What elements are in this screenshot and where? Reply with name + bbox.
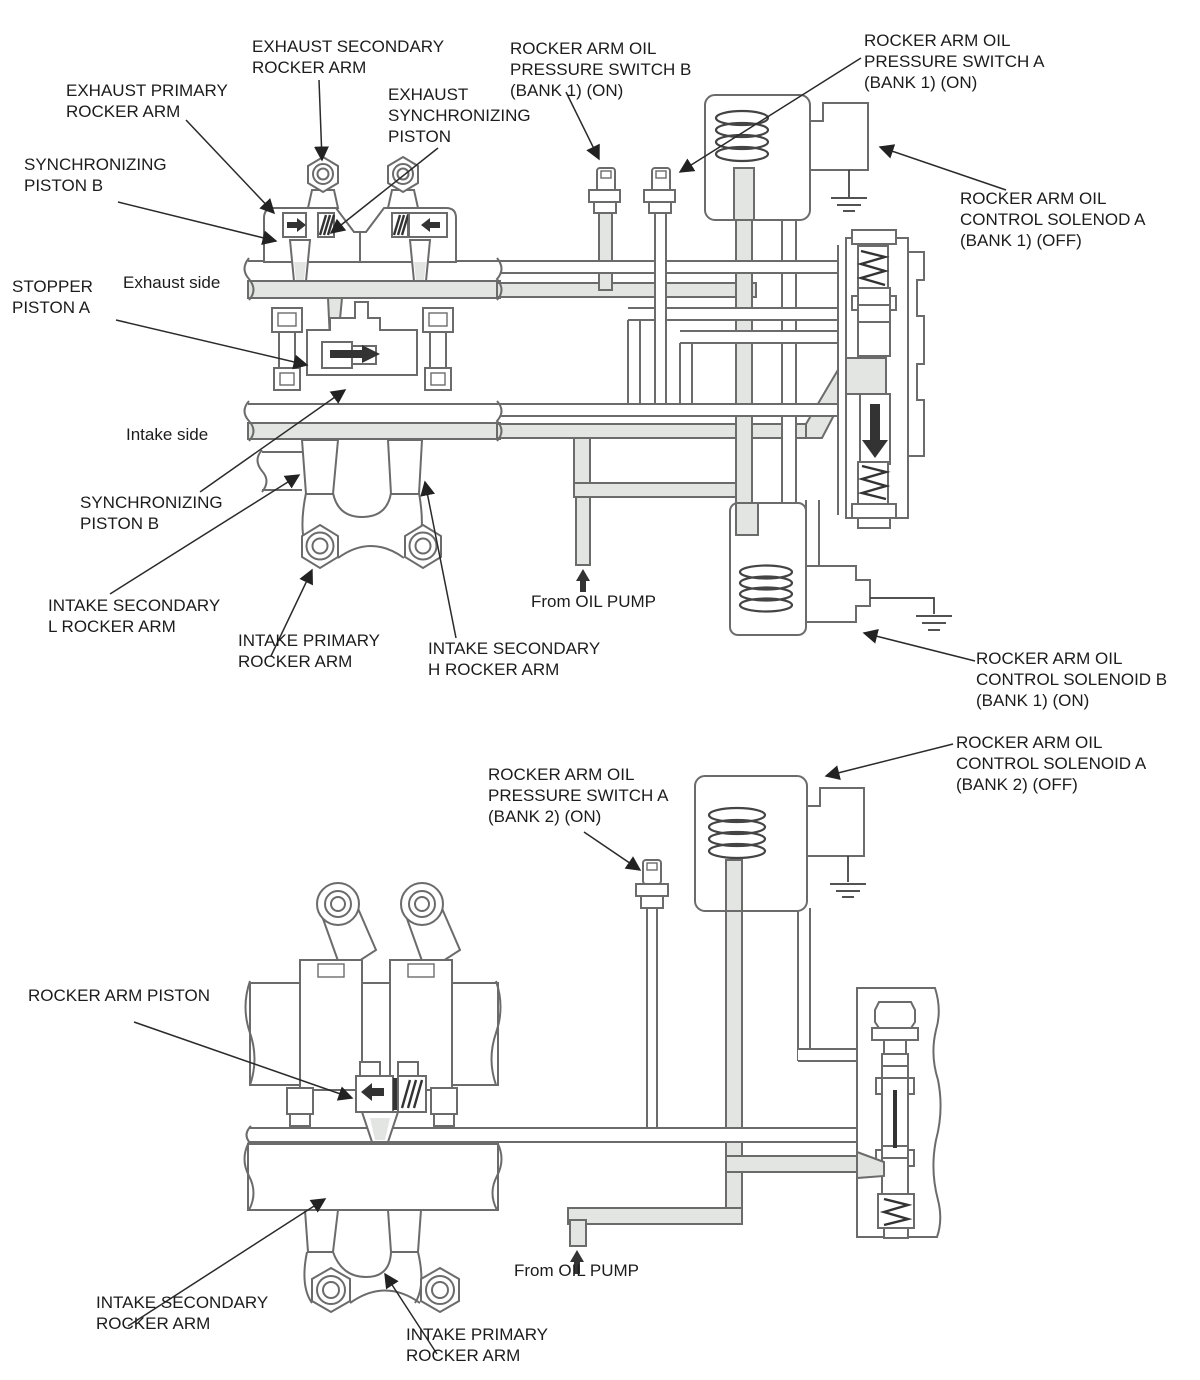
- label-from-oil-pump-bank1: From OIL PUMP: [531, 592, 656, 611]
- exhaust-rocker-shaft: [243, 257, 503, 442]
- oil-passages-bank1: [247, 209, 887, 566]
- return-pipes-bank2: [245, 908, 857, 1145]
- label-intake-primary-rocker-arm-bank2: INTAKE PRIMARY ROCKER ARM: [406, 1325, 549, 1365]
- intake-rocker-arm-bank1: [256, 439, 442, 570]
- leader-lines-bank1: [109, 57, 1007, 662]
- label-synchronizing-piston-b-2: SYNCHRONIZING PISTON B: [80, 493, 223, 533]
- label-pressure-switch-b-bank1: ROCKER ARM OIL PRESSURE SWITCH B (BANK 1…: [510, 39, 692, 100]
- label-synchronizing-piston-b: SYNCHRONIZING PISTON B: [24, 155, 167, 195]
- label-intake-side: Intake side: [126, 425, 209, 444]
- label-from-oil-pump-bank2: From OIL PUMP: [514, 1261, 639, 1280]
- label-rocker-arm-piston: ROCKER ARM PISTON: [28, 986, 210, 1005]
- stopper-piston-section: [271, 297, 454, 391]
- valve-spring-bottom: [879, 1197, 913, 1227]
- oil-control-solenoid-a-bank2: [694, 775, 866, 912]
- oil-pump-flow-arrow-bank2: [570, 1250, 584, 1274]
- ground-icon: [916, 615, 952, 631]
- return-pipes-bank1: [497, 212, 845, 568]
- pressure-switch-a-bank1: [643, 167, 676, 214]
- label-control-solenoid-a-bank1: ROCKER ARM OIL CONTROL SOLENOD A (BANK 1…: [960, 189, 1146, 250]
- oil-passages-bank2: [567, 907, 859, 1247]
- label-exhaust-side: Exhaust side: [123, 273, 221, 292]
- bank1-diagram: [109, 57, 1007, 662]
- lower-shaft-band: [247, 1143, 499, 1211]
- label-exhaust-synchronizing-piston: EXHAUST SYNCHRONIZING PISTON: [388, 85, 531, 146]
- label-control-solenoid-b-bank1: ROCKER ARM OIL CONTROL SOLENOID B (BANK …: [976, 649, 1168, 710]
- label-intake-primary-rocker-arm-bank1: INTAKE PRIMARY ROCKER ARM: [238, 631, 381, 671]
- spool-valve-bank2: [856, 987, 942, 1239]
- oil-pump-flow-arrow-bank1: [576, 569, 590, 592]
- label-pressure-switch-a-bank1: ROCKER ARM OIL PRESSURE SWITCH A (BANK 1…: [864, 31, 1045, 92]
- bank2-diagram: [127, 743, 954, 1355]
- ground-icon: [831, 197, 867, 212]
- intake-rocker-assembly-bank2: [243, 882, 503, 1314]
- label-control-solenoid-a-bank2: ROCKER ARM OIL CONTROL SOLENOID A (BANK …: [956, 733, 1147, 794]
- valve-spring-top: [856, 249, 890, 287]
- label-exhaust-secondary-rocker-arm: EXHAUST SECONDARY ROCKER ARM: [252, 37, 445, 77]
- label-intake-secondary-rocker-arm: INTAKE SECONDARY ROCKER ARM: [96, 1293, 269, 1333]
- spool-valve-bank1: [837, 229, 925, 529]
- label-exhaust-primary-rocker-arm: EXHAUST PRIMARY ROCKER ARM: [66, 81, 228, 121]
- label-pressure-switch-a-bank2: ROCKER ARM OIL PRESSURE SWITCH A (BANK 2…: [488, 765, 669, 826]
- label-stopper-piston-a: STOPPER PISTON A: [12, 277, 93, 317]
- label-intake-secondary-h-rocker-arm: INTAKE SECONDARY H ROCKER ARM: [428, 639, 601, 679]
- ground-icon: [830, 883, 866, 898]
- valve-spring-bottom: [857, 464, 891, 501]
- pressure-switch-b-bank1: [588, 167, 621, 214]
- label-intake-secondary-l-rocker-arm: INTAKE SECONDARY L ROCKER ARM: [48, 596, 221, 636]
- oil-control-solenoid-b-bank1: [729, 502, 952, 636]
- flow-down-arrow: [862, 404, 888, 458]
- pressure-switch-a-bank2: [635, 859, 669, 909]
- oil-control-solenoid-a-bank1: [704, 94, 869, 221]
- leader-lines-bank2: [127, 743, 954, 1355]
- exhaust-rocker-assembly: [263, 155, 457, 282]
